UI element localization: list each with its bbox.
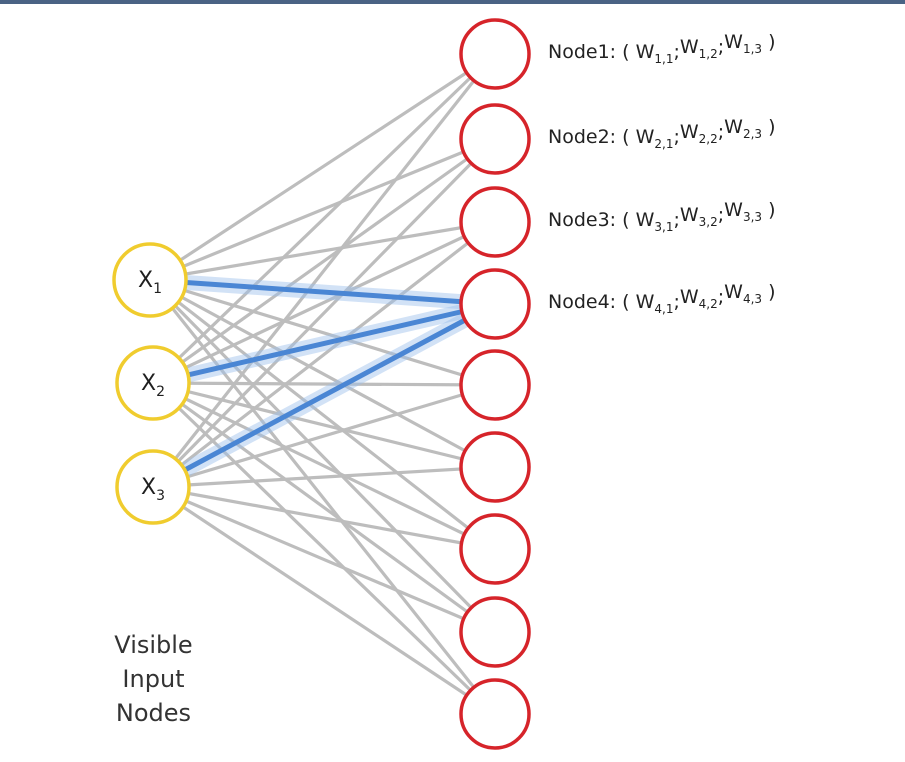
caption-line-3: Nodes [115,699,192,727]
hidden-node-9 [459,678,531,750]
edge-x3-node1 [151,52,497,489]
caption-line-2: Input [122,665,185,693]
edge-x2-node3 [151,220,497,385]
weight-label-node3: Node3: ( W3,1;W3,2;W3,3 ) [548,199,776,234]
hidden-node-8 [459,596,531,668]
weight-label-node1: Node1: ( W1,1;W1,2;W1,3 ) [548,31,776,66]
highlighted-edge-x2-node4 [150,301,498,386]
edge-x3-node8 [151,485,497,634]
hidden-node-6 [459,431,531,503]
top-border [0,0,905,4]
edge-x1-node1 [148,52,497,282]
edge-x1-node9 [148,278,497,716]
visible-input-nodes-caption: Visible Input Nodes [96,628,211,730]
hidden-node-3 [459,186,531,258]
edge-x3-node3 [151,220,497,489]
edge-x2-node9 [151,381,497,716]
connection-edges [148,52,497,716]
input-node-circle [112,242,188,318]
edge-x1-node7 [148,278,497,551]
edge-x1-node8 [148,278,497,634]
input-node-circle [115,449,191,525]
edge-x2-node5 [151,381,497,387]
input-node-x2: X2 [115,345,191,421]
hidden-node-5 [459,349,531,421]
edge-x1-node5 [148,278,497,387]
highlighted-edge-x1-node4 [147,277,498,307]
input-node-label: X3 [141,475,165,504]
edge-x1-node2 [148,137,497,282]
input-node-circle [115,345,191,421]
hidden-node-4 [459,268,531,340]
edge-x1-node6 [148,278,497,469]
edge-x3-node6 [151,465,497,489]
edge-x2-node6 [151,381,497,469]
weight-label-node2: Node2: ( W2,1;W2,2;W2,3 ) [548,116,776,151]
edge-x2-node8 [151,381,497,634]
edge-x3-node9 [151,485,497,716]
input-node-x3: X3 [115,449,191,525]
edge-x1-node3 [148,220,497,282]
edge-x3-node7 [151,485,497,551]
input-node-x1: X1 [112,242,188,318]
highlighted-edges [142,272,503,495]
hidden-node-7 [459,513,531,585]
caption-line-1: Visible [114,631,193,659]
input-node-label: X2 [141,371,165,400]
edge-x3-node2 [151,137,497,489]
edge-x2-node7 [151,381,497,551]
weight-label-node4: Node4: ( W4,1;W4,2;W4,3 ) [548,281,776,316]
weight-labels: Node1: ( W1,1;W1,2;W1,3 ) Node2: ( W2,1;W… [548,31,776,316]
highlighted-edge-x3-node4 [150,301,498,490]
edge-x2-node1 [151,52,497,385]
input-node-label: X1 [138,268,162,297]
edge-x3-node5 [151,383,497,489]
hidden-node-2 [459,103,531,175]
edge-x2-node2 [151,137,497,385]
hidden-nodes [459,18,531,750]
hidden-node-1 [459,18,531,90]
